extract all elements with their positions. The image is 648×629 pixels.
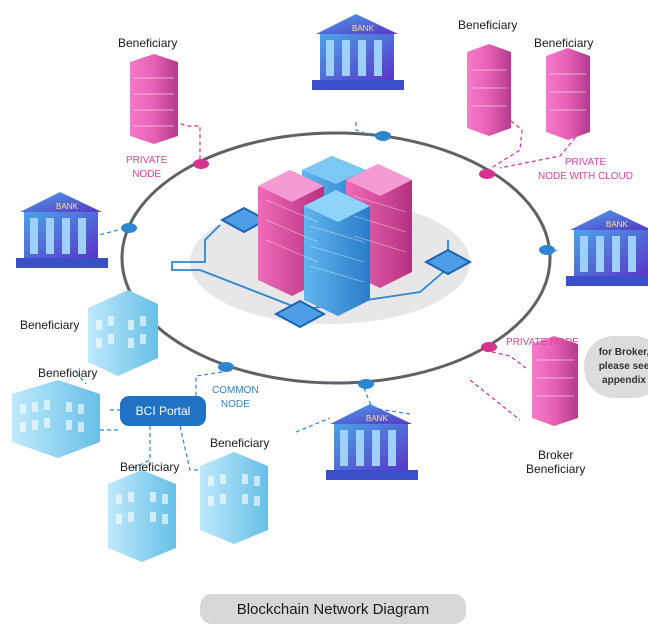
node-dot-icon <box>539 245 555 255</box>
private-node-label: PRIVATE NODE <box>126 155 168 180</box>
pink-tower-icon <box>546 48 590 140</box>
server-rack-icon <box>258 156 412 316</box>
beneficiary-label: Beneficiary <box>210 436 270 450</box>
node-dot-icon <box>481 342 497 352</box>
light-blue-building-icon <box>200 452 268 544</box>
node-dot-icon <box>375 131 391 141</box>
beneficiary-label: Beneficiary <box>534 36 594 50</box>
private-node-right-label: PRIVATE NODE <box>506 337 579 348</box>
beneficiary-label: Beneficiary <box>38 366 98 380</box>
bci-portal-button[interactable]: BCI Portal <box>120 396 206 426</box>
light-blue-building-icon <box>108 470 176 562</box>
bank-icon: BANK <box>16 192 108 268</box>
svg-text:BANK: BANK <box>56 202 78 211</box>
beneficiary-label: Beneficiary <box>120 460 180 474</box>
svg-text:BANK: BANK <box>366 414 388 423</box>
pink-tower-icon <box>532 336 578 426</box>
node-dot-icon <box>121 223 137 233</box>
network-ring <box>120 131 552 385</box>
common-node-label: COMMON NODE <box>212 385 259 410</box>
bank-icon: BANK <box>326 404 418 480</box>
pink-tower-icon <box>130 54 178 144</box>
beneficiary-label: Beneficiary <box>20 318 80 332</box>
chip-tiles <box>219 206 473 329</box>
broker-beneficiary-label: Broker Beneficiary <box>526 448 586 476</box>
beneficiary-label: Beneficiary <box>118 36 178 50</box>
node-dot-icon <box>358 379 374 389</box>
node-dot-icon <box>479 169 495 179</box>
node-dot-icon <box>193 159 209 169</box>
node-dot-icon <box>218 362 234 372</box>
svg-text:BANK: BANK <box>352 24 374 33</box>
diagram-caption: Blockchain Network Diagram <box>200 594 466 624</box>
chip-icon <box>273 299 327 329</box>
private-node-cloud-label: PRIVATE NODE WITH CLOUD <box>538 157 633 182</box>
chip-icon <box>423 248 473 276</box>
broker-note-bubble: for Broker, please see appendix <box>584 336 648 398</box>
beneficiary-label: Beneficiary <box>458 18 518 32</box>
ring-nodes <box>121 131 555 389</box>
bank-icon: BANK <box>566 210 648 286</box>
svg-text:BANK: BANK <box>606 220 628 229</box>
bank-icon: BANK <box>312 14 404 90</box>
light-blue-building-icon <box>88 290 158 376</box>
light-blue-building-icon <box>12 380 100 458</box>
pink-tower-icon <box>467 44 511 136</box>
